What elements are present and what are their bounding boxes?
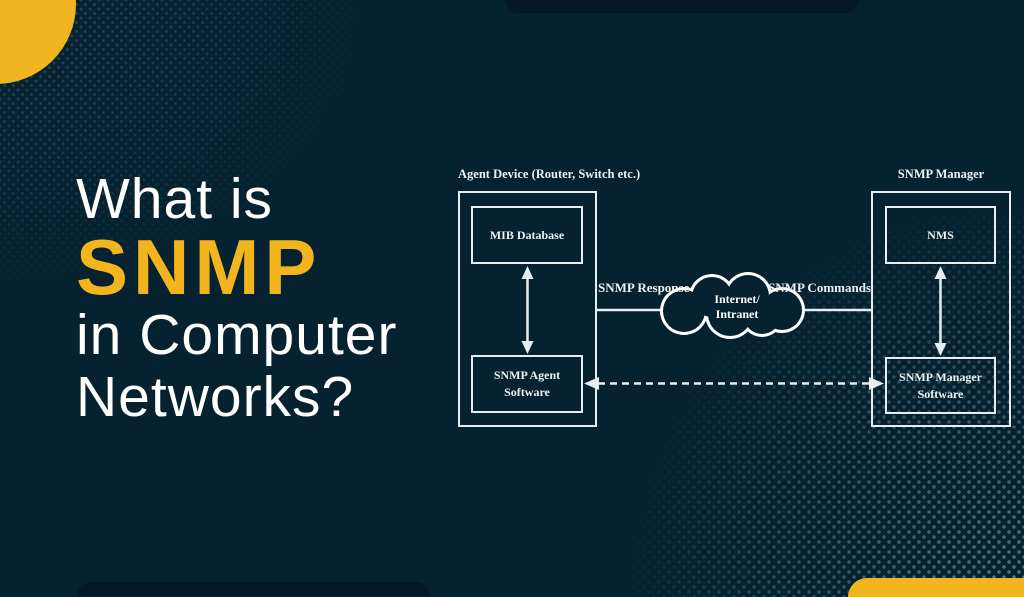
agent-device-box	[458, 191, 597, 427]
yellow-rounded-tab-bottom-right	[848, 578, 1024, 597]
title-line-snmp: SNMP	[76, 223, 322, 311]
snmp-response-label: SNMP Response	[598, 280, 690, 295]
snmp-manager-title: SNMP Manager	[897, 167, 985, 181]
title-line-computer: in Computer	[76, 303, 398, 367]
agent-device-title: Agent Device (Router, Switch etc.)	[458, 167, 641, 181]
title-line-networks: Networks?	[76, 365, 355, 429]
cloud-label-line2: Intranet	[715, 307, 759, 321]
dark-rounded-tab-bottom	[77, 582, 430, 597]
title-line-what-is: What is	[76, 167, 274, 231]
halftone-pattern-bottom-right	[584, 167, 1024, 597]
nms-box: NMS	[885, 206, 996, 264]
mib-database-box: MIB Database	[471, 206, 583, 264]
snmp-manager-box	[871, 191, 1011, 427]
snmp-agent-software-box: SNMP Agent Software	[471, 355, 583, 413]
halftone-pattern-top-left	[0, 0, 480, 360]
page-title: What is SNMP in Computer Networks?	[76, 168, 397, 428]
snmp-manager-software-box: SNMP Manager Software	[885, 357, 996, 414]
snmp-commands-label: SNMP Commands	[768, 280, 871, 295]
cloud-label-line1: Internet/	[714, 292, 760, 306]
internet-cloud-label: Internet/ Intranet	[687, 292, 787, 322]
dark-rounded-tab-top	[505, 0, 858, 13]
